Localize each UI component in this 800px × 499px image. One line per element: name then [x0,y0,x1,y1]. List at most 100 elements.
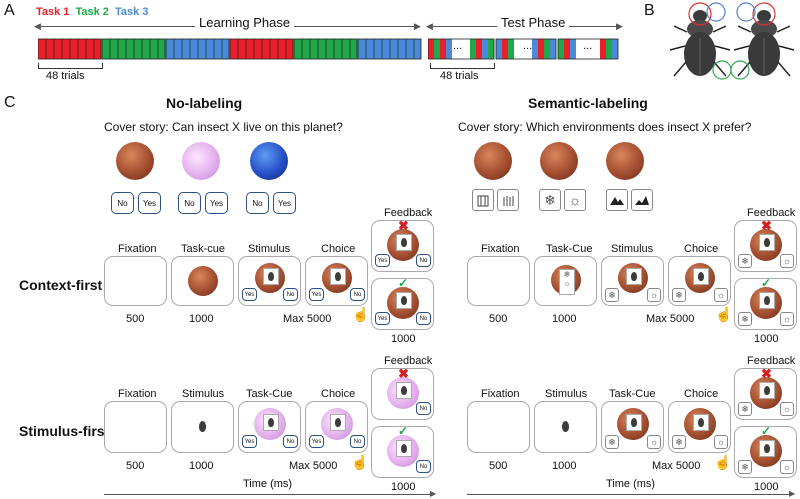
test-trial [434,39,440,59]
r-sf-choice-sun: ☼ [714,435,728,449]
r-cf-taskcue-duration: 1000 [552,313,577,325]
sf-taskcue-card [263,414,279,431]
semantic-labeling-cover-story: Cover story: Which environments does ins… [458,120,752,134]
learning-block [229,38,294,60]
mountain-icon[interactable] [606,189,628,211]
planet-pink [182,142,220,180]
task-legend: Task 1 Task 2 Task 3 [36,6,148,18]
r-sf-choice-label: Choice [684,388,719,400]
sf-fbw-no: No [416,402,431,415]
sf-taskcue-label: Task-Cue [246,388,293,400]
test-trial [550,39,556,59]
beetle-left-head-circle [688,2,712,26]
grass-icon[interactable] [631,189,653,211]
cf-stimulus-no: No [283,288,298,301]
r-cf-fbw-sun: ☼ [780,254,794,268]
cf-fbw-card [396,234,412,251]
test-trial [576,39,582,59]
r-sf-fbr-sun: ☼ [780,460,794,474]
cf-fixation-label: Fixation [118,243,157,255]
legend-task-3: Task 3 [115,6,149,18]
r-sf-choice-snow: ❄ [672,435,686,449]
r-sf-taskcue-label: Task-Cue [609,388,656,400]
no-button-1[interactable]: No [111,192,134,214]
no-labeling-title: No-labeling [166,95,243,111]
planet-blue [250,142,288,180]
test-trial [588,39,594,59]
beetle-left-leg-circle [712,60,732,80]
legend-task-1: Task 1 [36,6,70,18]
r-cf-stimulus-snow: ❄ [605,288,619,302]
learning-arrow-right-head: ▶ [414,21,421,31]
beetle-left-antenna-circle [706,2,726,22]
building-icon[interactable] [472,189,494,211]
cf-taskcue-duration: 1000 [189,313,214,325]
sf-pointer-hand-icon: ☝ [351,454,369,470]
r-sf-taskcue-sun: ☼ [647,435,661,449]
test-trial [458,39,464,59]
test-trial [464,39,470,59]
r-cf-fbw-x-icon: ✖ [761,218,772,233]
semantic-planet-3 [606,142,644,180]
r-sf-taskcue-card [626,414,642,431]
panel-letter-c: C [4,94,16,111]
beetle-right [733,10,795,77]
yes-button-3[interactable]: Yes [273,192,296,214]
sf-fbr-check-icon: ✓ [398,424,409,438]
r-sf-taskcue-frame: ❄ ☼ [601,401,664,453]
cf-fbr-check-icon: ✓ [398,276,409,290]
learning-arrow-left-head: ◀ [34,21,41,31]
sf-stimulus-frame [171,401,234,453]
yes-button-2[interactable]: Yes [205,192,228,214]
test-arrow-left-head: ◀ [426,21,433,31]
cf-fbw-yes: Yes [375,254,390,267]
cf-pointer-hand-icon: ☝ [352,306,370,322]
beetle-images [669,2,795,80]
row-label-stimulus-first: Stimulus-first [19,423,110,439]
sf-choice-yes: Yes [309,435,324,448]
sf-feedback-right-frame: ✓ No [371,424,434,478]
test-blocks [428,38,619,60]
test-trial [612,39,618,59]
sf-choice-frame: Yes No [305,401,368,453]
r-cf-fbr-snow: ❄ [738,312,752,326]
beetle-right-leg-circle [730,60,750,80]
r-cf-choice-snow: ❄ [672,288,686,302]
left-time-axis [104,494,434,495]
r-sf-fbw-x-icon: ✖ [761,366,772,381]
learning-blocks [38,38,422,60]
cf-stimulus-label: Stimulus [248,243,291,255]
snowflake-icon[interactable]: ❄ [539,189,561,211]
yes-button-1[interactable]: Yes [138,192,161,214]
r-cf-pointer-hand-icon: ☝ [715,306,733,322]
test-block-frame [495,38,557,60]
sf-feedback-label: Feedback [384,355,433,367]
no-button-3[interactable]: No [246,192,269,214]
cf-feedback-wrong-frame: ✖ Yes No [371,218,434,272]
test-phase-label: Test Phase [497,15,570,30]
cf-taskcue-frame [171,256,234,306]
r-sf-stimulus-label: Stimulus [545,388,588,400]
r-sf-fbr-check-icon: ✓ [761,424,772,438]
wheat-icon[interactable] [497,189,519,211]
test-trial [594,39,600,59]
r-sf-stimulus-duration: 1000 [552,460,577,472]
r-cf-stimulus-card [626,268,642,285]
sf-choice-no: No [350,435,365,448]
no-button-2[interactable]: No [178,192,201,214]
left-time-axis-label: Time (ms) [243,478,293,490]
no-labeling-cover-story: Cover story: Can insect X live on this p… [104,120,343,134]
sun-icon[interactable]: ☼ [564,189,586,211]
cf-fbr-yes: Yes [375,312,390,325]
sf-taskcue-frame: Yes No [238,401,301,453]
sf-choice-card [330,414,346,431]
semantic-planet-1 [474,142,512,180]
test-trial [538,39,544,59]
r-cf-choice-sun: ☼ [714,288,728,302]
test-trial [520,39,526,59]
trials-label-right: 48 trials [440,70,479,82]
sf-fixation-frame [104,401,167,453]
beetle-right-head-circle [752,2,776,26]
cf-choice-frame: Yes No [305,256,368,306]
sf-stimulus-bug [199,421,206,432]
